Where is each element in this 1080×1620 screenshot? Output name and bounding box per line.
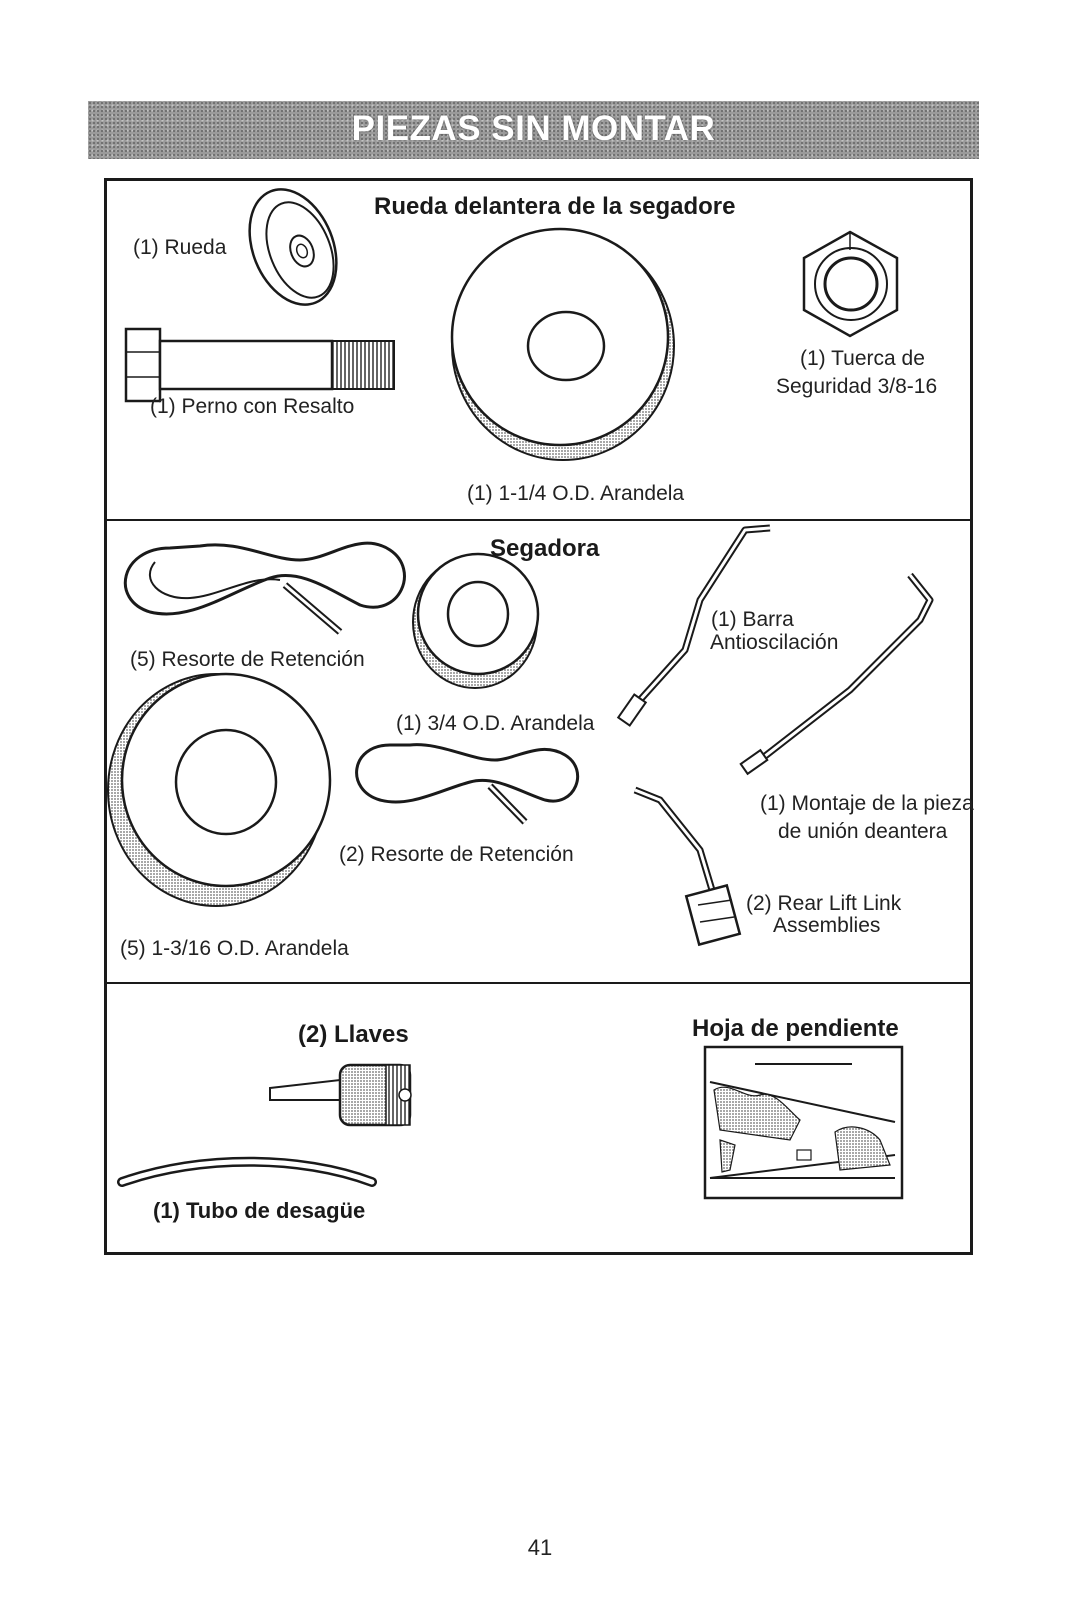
retaining-spring-5-label: (5) Resorte de Retención (130, 648, 365, 671)
section-divider-top (104, 519, 973, 521)
shoulder-bolt-drawing (124, 327, 395, 403)
washer-3-4-label: (1) 3/4 O.D. Arandela (396, 712, 595, 735)
washer-1-1-4-label: (1) 1-1/4 O.D. Arandela (467, 482, 685, 505)
banner-title: PIEZAS SIN MONTAR (351, 109, 716, 148)
section-divider-bottom (104, 982, 973, 984)
slope-guide-drawing (703, 1045, 904, 1200)
retaining-spring-2-drawing (355, 743, 580, 825)
sway-bar-label-line1: (1) Barra (711, 608, 794, 631)
drain-tube-drawing (117, 1156, 377, 1187)
front-link-drawing (633, 786, 742, 947)
parts-frame (104, 178, 973, 1255)
washer-3-4-drawing (412, 552, 540, 689)
key-drawing (269, 1063, 412, 1127)
front-link-label-line1: (1) Montaje de la pieza (760, 792, 974, 815)
front-link-label-line2: de unión deantera (778, 820, 948, 843)
lock-nut-drawing (802, 230, 899, 338)
wheel-label: (1) Rueda (133, 236, 227, 259)
washer-1-3-16-drawing (107, 672, 332, 907)
retaining-spring-2-label: (2) Resorte de Retención (339, 843, 574, 866)
lock-nut-label-line1: (1) Tuerca de (800, 347, 925, 370)
rear-link-label-line1: (2) Rear Lift Link (746, 892, 902, 915)
drain-tube-label: (1) Tubo de desagüe (153, 1198, 366, 1223)
washer-1-3-16-label: (5) 1-3/16 O.D. Arandela (120, 937, 349, 960)
wheel-drawing (248, 188, 338, 306)
page-number: 41 (527, 1535, 553, 1560)
sway-bar-label-line2: Antioscilación (710, 631, 839, 654)
keys-heading: (2) Llaves (298, 1021, 409, 1048)
front-wheel-heading: Rueda delantera de la segadore (374, 193, 736, 220)
sway-bar-drawing (616, 524, 934, 776)
section-banner: PIEZAS SIN MONTAR (88, 101, 979, 159)
mower-heading: Segadora (490, 535, 600, 562)
slope-guide-heading: Hoja de pendiente (692, 1015, 899, 1042)
washer-1-1-4-drawing (450, 227, 675, 461)
lock-nut-label-line2: Seguridad 3/8-16 (776, 375, 938, 398)
retaining-spring-5-drawing (123, 541, 406, 635)
rear-link-label-line2: Assemblies (773, 914, 881, 937)
shoulder-bolt-label: (1) Perno con Resalto (150, 395, 355, 418)
